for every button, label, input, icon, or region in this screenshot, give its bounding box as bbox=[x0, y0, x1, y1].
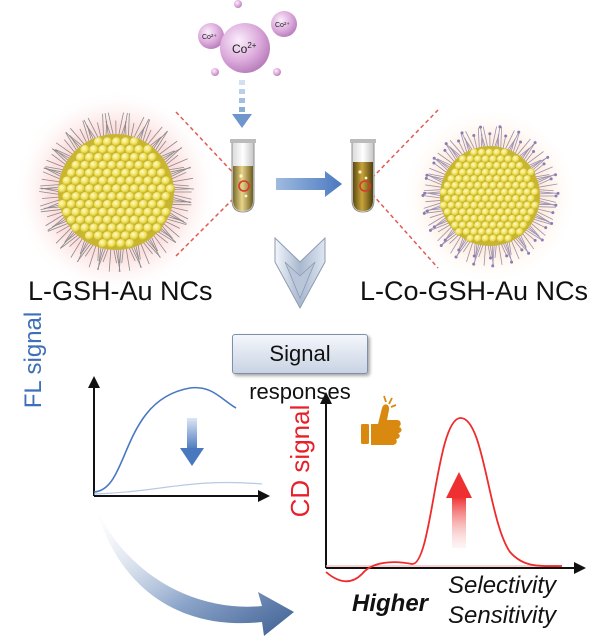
sensitivity-label: Sensitivity bbox=[448, 602, 557, 629]
ligand-shell bbox=[421, 125, 560, 268]
cd-axis-label: CD signal bbox=[285, 404, 315, 518]
test-tube-right bbox=[350, 139, 376, 213]
cd-chart bbox=[320, 392, 586, 583]
ligand-shell bbox=[39, 112, 194, 272]
ion-small-right bbox=[271, 11, 297, 37]
fl-curve-high bbox=[93, 386, 237, 493]
right-particle-label: L-Co-GSH-Au NCs bbox=[360, 276, 589, 306]
selectivity-label: Selectivity bbox=[448, 572, 557, 599]
right-nanoparticle bbox=[402, 108, 578, 284]
signal-responses-box: Signal responses bbox=[232, 334, 368, 404]
ion-main bbox=[220, 23, 270, 73]
dashed-down-arrow-icon bbox=[232, 80, 252, 128]
ion-small-left bbox=[198, 23, 224, 49]
test-tube-left bbox=[230, 139, 256, 213]
fl-curve-low bbox=[93, 481, 263, 495]
left-particle-label: L-GSH-Au NCs bbox=[28, 276, 213, 306]
ion-dot bbox=[211, 68, 219, 76]
up-arrow-icon bbox=[446, 472, 472, 548]
gold-core bbox=[439, 146, 540, 246]
left-nanoparticle bbox=[14, 90, 218, 294]
fl-axis-label: FL signal bbox=[20, 311, 47, 409]
cd-curve-high bbox=[325, 417, 563, 583]
ion-dot bbox=[273, 68, 281, 76]
higher-label: Higher bbox=[352, 590, 429, 617]
zoom-guide-lines bbox=[175, 109, 439, 269]
ion-main-label: Co2+ bbox=[232, 41, 257, 56]
down-arrow-icon bbox=[180, 418, 204, 466]
right-arrow-icon bbox=[276, 171, 342, 197]
thumbs-up-icon bbox=[361, 395, 402, 445]
fl-chart bbox=[88, 376, 270, 502]
cobalt-ions: Co2+ Co²⁺ Co²⁺ bbox=[198, 0, 297, 76]
curved-arrow-icon bbox=[96, 508, 294, 636]
ion-small-label: Co²⁺ bbox=[275, 22, 290, 29]
gold-core bbox=[57, 134, 176, 250]
chevron-down-icon bbox=[274, 236, 326, 310]
ion-small-label: Co²⁺ bbox=[202, 34, 217, 41]
ion-dot bbox=[234, 0, 242, 8]
